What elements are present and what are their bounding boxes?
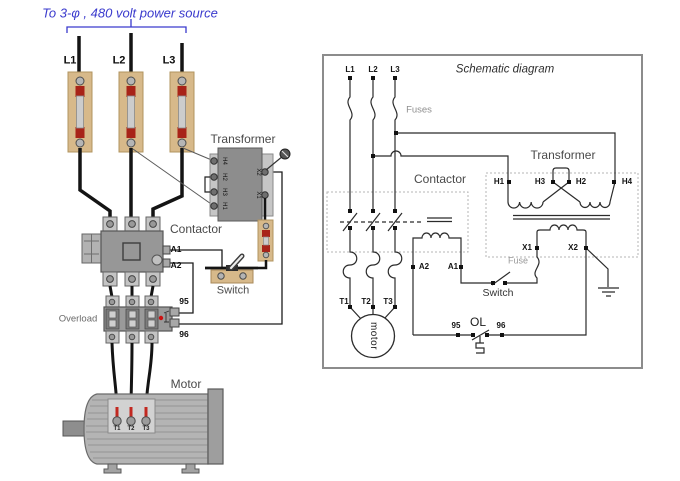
s-terminal-t3: T3 [383,297,393,306]
motor-terminal-t2: T2 [127,426,135,432]
power-source-label: To 3-φ , 480 volt power source [42,5,218,21]
wire-l3-contactor [151,148,184,218]
s-terminal-t2: T2 [361,297,371,306]
s-terminal-x1: X1 [522,243,532,252]
branch-l3-h4 [396,132,616,203]
core-lines [513,214,610,220]
transformer-boundary-box [485,172,639,258]
secondary-coil [536,224,587,248]
switch-label: Switch [216,284,250,297]
motor-wire-tips [115,407,148,417]
line-label-l2: L2 [112,54,126,67]
overload-reset-dot [158,315,164,321]
coil-armature-lines [427,217,452,223]
motor-pictorial [62,388,224,474]
control-fuse-schematic [505,248,540,284]
h2-h3-jumper [204,176,210,193]
toggle-switch [205,253,258,284]
h-terminal-label-h1: H1 [221,202,227,210]
line-label-l1: L1 [63,54,77,67]
contactor-pictorial [81,216,171,287]
overload-terminal-95: 95 [179,295,189,306]
h-terminal-label-h3: H3 [221,188,227,196]
motor-label: Motor [170,377,202,391]
line-label-l3: L3 [162,54,176,67]
contactor-coil [412,232,493,335]
wires-contactor-overload [108,285,155,298]
s-terminal-h4: H4 [621,177,633,186]
motor-foot [181,463,200,474]
motor-terminal-t3: T3 [142,426,150,432]
s-line-label-l3: L3 [390,65,400,74]
primary-coil-left [507,201,544,209]
ol-contact [471,329,490,354]
wire-l3-h4 [182,147,215,162]
s-terminal-h1: H1 [493,177,505,186]
pictorial-diagram [62,19,291,474]
motor-end-cap [207,388,224,465]
s-terminal-x2: X2 [568,243,578,252]
wire-l1-contactor [78,148,112,218]
s-terminal-a1: A1 [447,262,459,271]
contactor-boundary-box [326,191,469,253]
wire-l2-h1 [132,148,215,207]
s-fuse-label: Fuse [507,255,529,266]
overload-terminal-96: 96 [179,328,189,339]
motor-foot [103,463,122,474]
s-line-label-l2: L2 [368,65,378,74]
s-terminal-96: 96 [496,321,506,330]
x-terminal-label-x2: X2 [255,168,261,176]
transformer-pictorial [204,147,291,222]
primary-crossover [542,181,581,203]
control-circuit [412,232,619,354]
motor-terminal-t1: T1 [113,426,121,432]
transformer-schematic [507,167,611,248]
contactor-label: Contactor [169,222,223,236]
transformer-label: Transformer [210,132,276,146]
coil-terminal-a1: A1 [170,243,182,254]
fuse-l2 [118,71,144,153]
schematic-title: Schematic diagram [455,63,555,76]
incoming-power-wires [77,33,184,76]
junction-dots [348,76,616,337]
ground-symbol [585,247,619,297]
x-terminal-label-x1: X1 [255,191,261,199]
motor-circle [350,313,396,359]
overload-heater-elements [105,308,159,330]
fuse-l1 [67,71,93,153]
h-terminal-label-h2: H2 [221,173,227,181]
schematic-diagram [322,54,643,369]
branch-l2-h1 [373,150,509,202]
coil-terminal-a2: A2 [170,259,182,270]
s-line-label-l1: L1 [345,65,355,74]
wire-a2-95 [169,262,194,314]
h3-h2-jumper [552,167,570,182]
s-ol-label: OL [469,315,487,329]
fuse-l3 [169,71,195,153]
switch-lever [229,254,244,270]
overload-label: Overload [58,313,98,325]
s-contactor-label: Contactor [413,172,467,186]
power-bracket [66,19,187,33]
s-terminal-h3: H3 [534,177,546,186]
s-terminal-t1: T1 [339,297,349,306]
s-motor-text: motor [368,321,379,351]
s-transformer-label: Transformer [530,148,596,162]
wire-x2-ground-screw [265,155,284,171]
s-terminal-95: 95 [451,321,461,330]
s-terminal-h2: H2 [575,177,587,186]
control-rail [413,248,587,336]
s-terminal-a2: A2 [418,262,430,271]
phase-lines [340,80,452,320]
control-fuse [257,198,274,270]
h-terminal-label-h4: H4 [221,157,227,165]
wire-a1-switch [170,249,223,267]
primary-coil-right [579,201,611,209]
s-switch-label: Switch [482,286,514,299]
overload-pictorial [103,295,180,344]
fuses-label: Fuses [406,104,432,116]
